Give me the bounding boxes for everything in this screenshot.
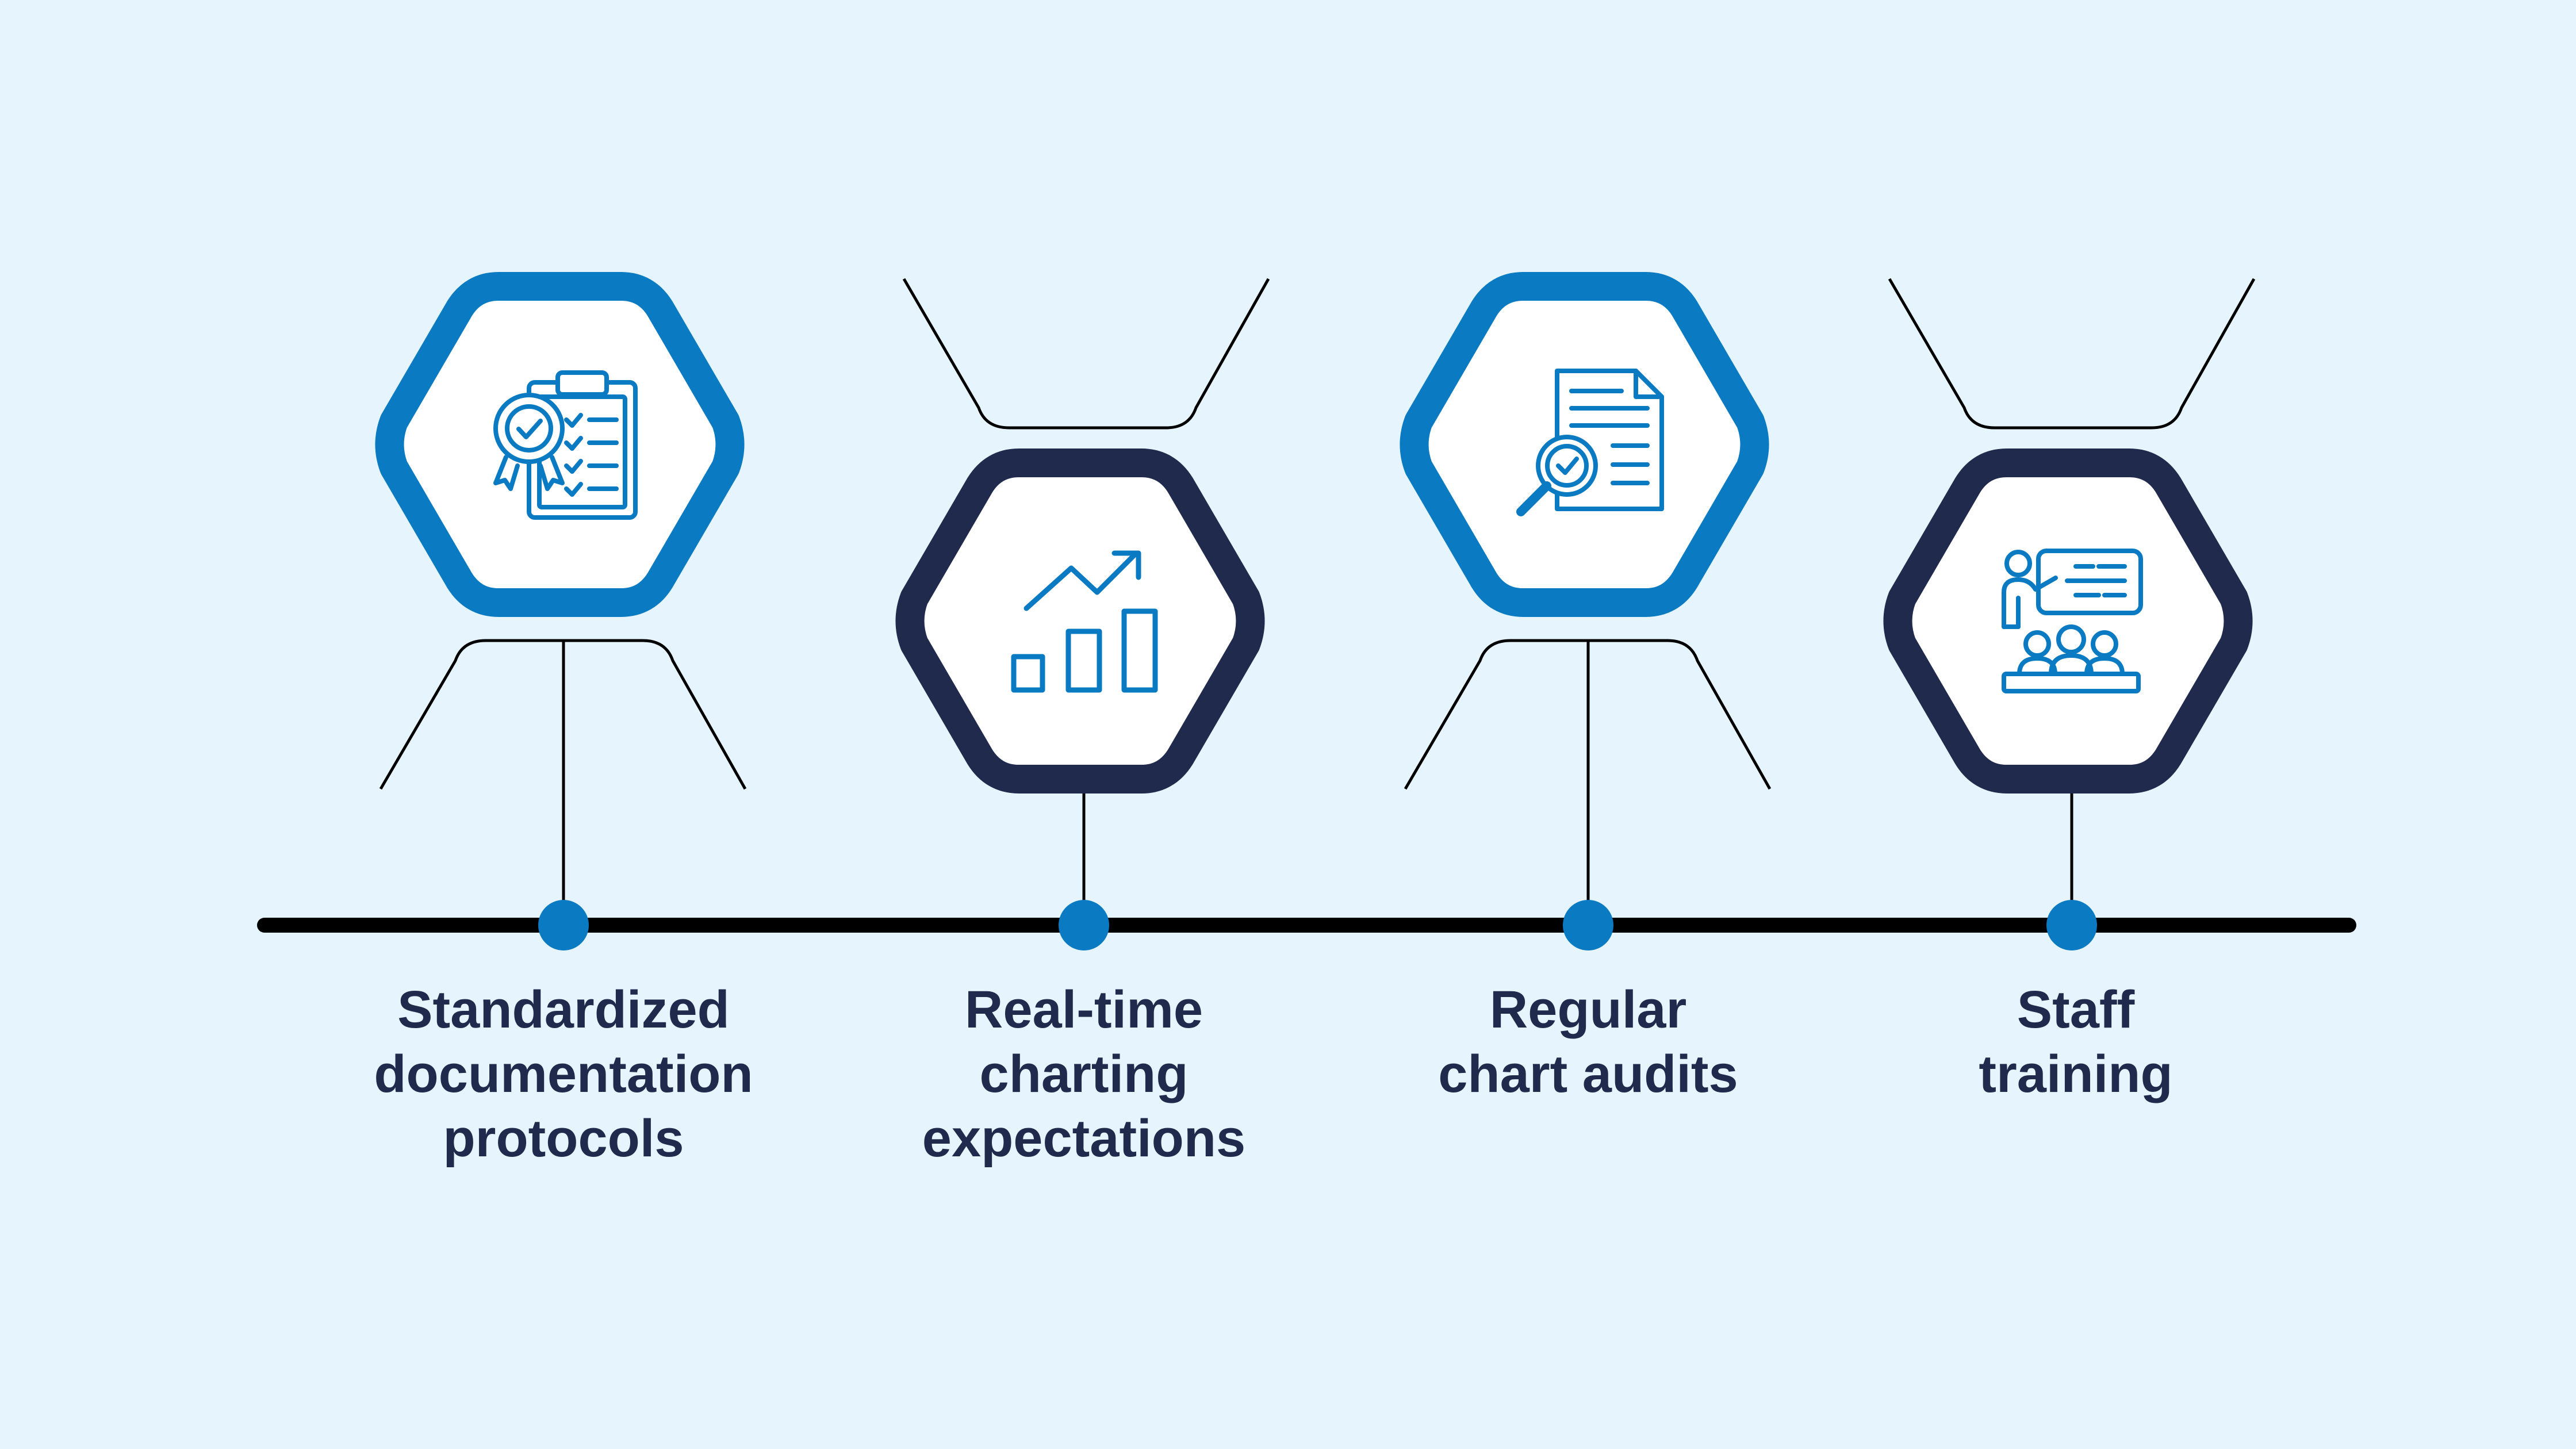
- step-2-label: Real-time charting expectations: [825, 977, 1343, 1171]
- step-1-node: [538, 900, 589, 950]
- step-2-label-line-1: Real-time: [964, 980, 1203, 1039]
- step-2-label-line-2: charting: [979, 1045, 1189, 1103]
- step-2-label-line-3: expectations: [922, 1109, 1246, 1168]
- document-magnifier-check-icon: [1516, 369, 1664, 516]
- step-1-label-line-2: documentation: [374, 1045, 753, 1103]
- step-1-label-line-3: protocols: [443, 1109, 684, 1168]
- step-2-node: [1059, 900, 1109, 950]
- step-4-label-line-2: training: [1979, 1045, 2173, 1103]
- step-1-label: Standardized documentation protocols: [305, 977, 822, 1171]
- growth-bar-chart-icon: [1011, 550, 1158, 693]
- step-4-label: Staff training: [1817, 977, 2334, 1106]
- step-4-hexagon: [1883, 448, 2253, 793]
- step-2-hexagon: [895, 448, 1265, 793]
- step-3-node: [1563, 900, 1613, 950]
- step-4-bracket: [1888, 278, 2256, 430]
- step-4-node: [2046, 900, 2097, 950]
- step-4-label-line-1: Staff: [2017, 980, 2135, 1039]
- step-2-bracket: [902, 278, 1270, 430]
- step-4-group: [1883, 278, 2256, 950]
- step-3-label: Regular chart audits: [1329, 977, 1847, 1106]
- step-1-group: [375, 272, 747, 950]
- clipboard-checklist-award-icon: [493, 370, 638, 520]
- presentation-training-icon: [2002, 549, 2143, 693]
- step-3-label-line-1: Regular: [1489, 980, 1687, 1039]
- step-2-group: [895, 278, 1270, 950]
- step-3-label-line-2: chart audits: [1438, 1045, 1738, 1103]
- step-3-group: [1400, 272, 1772, 950]
- step-1-label-line-1: Standardized: [397, 980, 730, 1039]
